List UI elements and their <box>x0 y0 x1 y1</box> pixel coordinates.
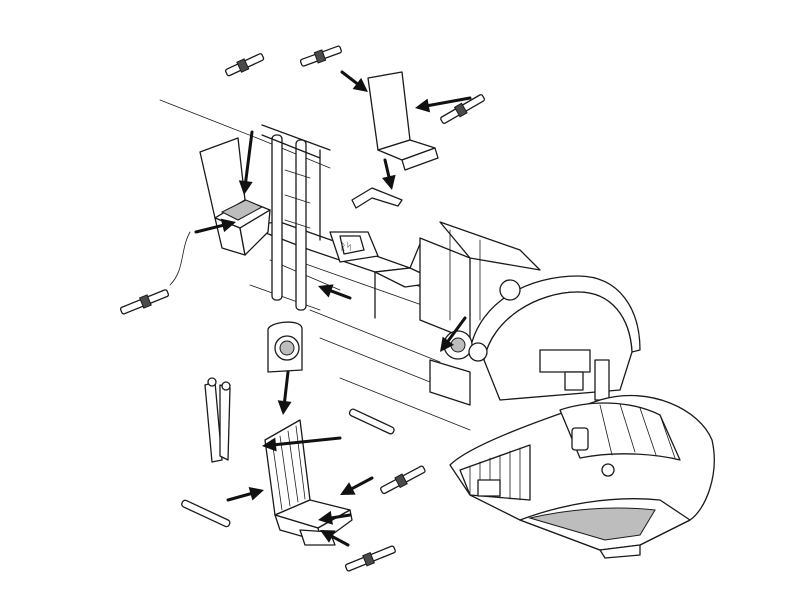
assembly-arrow-head <box>318 284 334 298</box>
assembly-arrow-head <box>415 98 431 113</box>
seat-bracket <box>351 187 403 209</box>
assembly-arrow-shaft <box>226 492 253 502</box>
seat-belt-harness <box>119 289 170 315</box>
assembly-arrow-head <box>440 336 454 352</box>
assembly-arrow <box>277 370 292 415</box>
assembly-arrow-shaft <box>283 370 290 403</box>
assembly-arrow-head <box>340 482 356 495</box>
assembly-arrow-shaft <box>274 436 342 447</box>
assembly-arrow-shaft <box>350 476 374 490</box>
cockpit-nose-tub <box>449 395 715 559</box>
seat-belt-harness <box>225 53 265 77</box>
instrument-panel-shroud <box>469 275 641 401</box>
assembly-arrow-head <box>277 400 292 415</box>
assembly-arrow-shaft <box>446 316 467 343</box>
assembly-arrows <box>194 70 472 547</box>
seat-belt-harness <box>344 545 396 572</box>
assembly-arrow-shaft <box>427 96 472 107</box>
seat-belt-harness-set <box>119 45 485 572</box>
mid-frame <box>419 221 541 406</box>
assembly-arrow-shaft <box>329 289 352 300</box>
assembly-arrow-head <box>382 174 396 190</box>
assembly-arrow-shaft <box>244 130 254 183</box>
assembly-arrow-head <box>352 77 368 92</box>
assembly-arrow <box>318 284 352 300</box>
assembly-arrow-head <box>248 487 264 501</box>
seat-belt-harness <box>440 94 485 124</box>
assembly-arrow-head <box>262 437 277 452</box>
assembly-arrow-head <box>238 180 253 195</box>
box-marking: ᚱᛋ <box>340 241 352 253</box>
assembly-arrow <box>194 218 236 234</box>
seat-headrest <box>267 321 303 373</box>
assembly-arrow <box>320 530 350 547</box>
assembly-arrow-head <box>220 218 236 233</box>
assembly-arrow-shaft <box>194 223 224 234</box>
assembly-arrow-shaft <box>330 535 350 547</box>
assembly-arrow <box>340 476 374 495</box>
assembly-arrow <box>340 70 368 92</box>
assembly-arrow <box>415 96 472 113</box>
rear-cockpit-seat <box>199 137 271 256</box>
assembly-arrow <box>226 487 264 502</box>
assembly-arrow <box>318 510 352 525</box>
upper-floor-seat <box>367 71 439 171</box>
loose-rods <box>181 408 395 528</box>
assembly-arrow <box>238 130 254 195</box>
seat-belt-harness <box>299 45 342 67</box>
vertical-posts <box>261 124 331 311</box>
assembly-arrow-head <box>320 530 336 543</box>
seat-belt-harness <box>380 465 426 495</box>
assembly-arrow <box>440 316 467 352</box>
assembly-arrow-shaft <box>340 70 359 85</box>
assembly-arrow-shaft <box>383 158 391 178</box>
assembly-arrow <box>262 436 342 452</box>
assembly-arrow-head <box>318 510 333 525</box>
assembly-arrow-shaft <box>330 513 352 520</box>
assembly-arrow <box>382 158 396 190</box>
control-column <box>204 377 231 463</box>
